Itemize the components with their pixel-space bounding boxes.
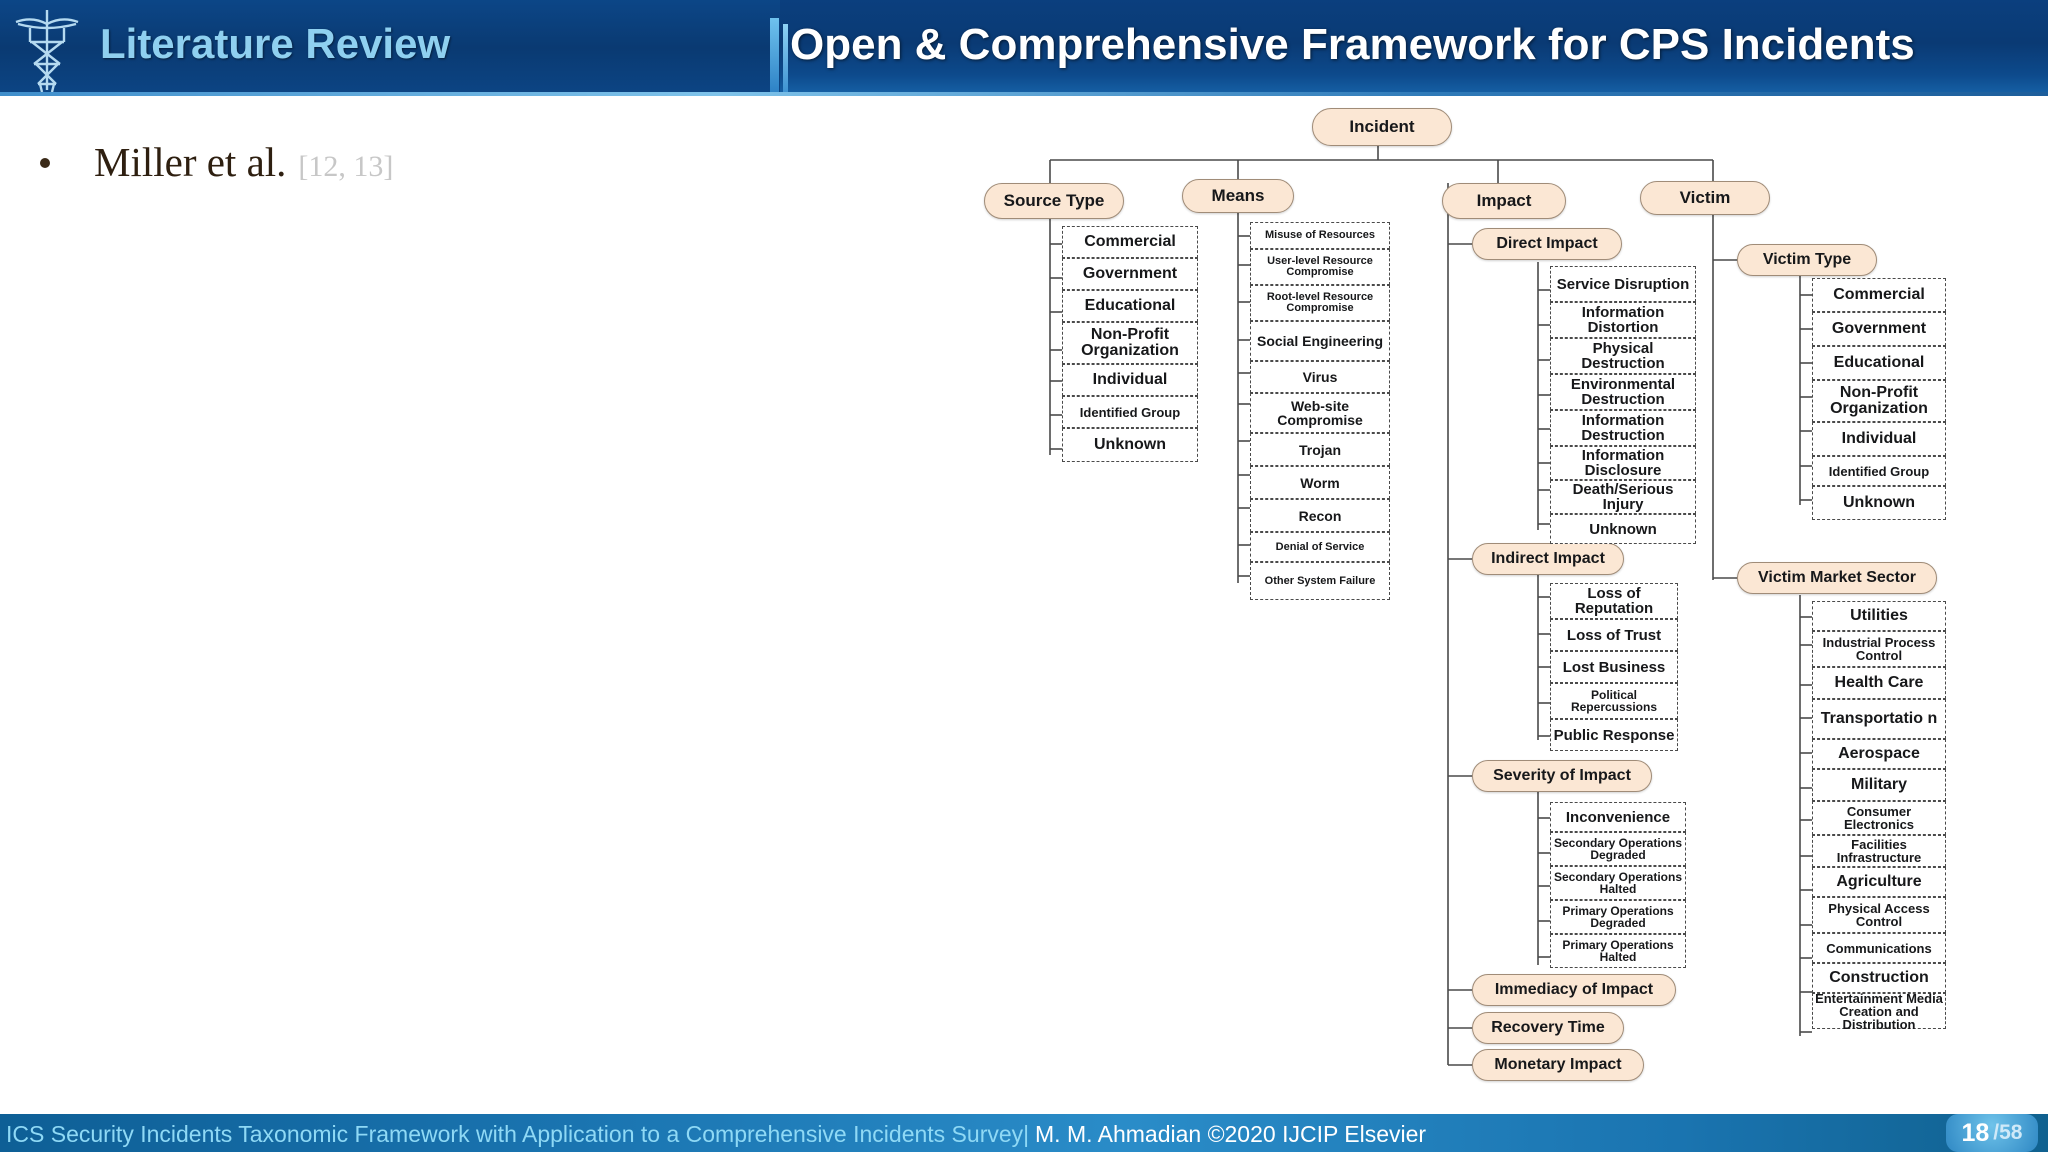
header-divider: [770, 18, 779, 96]
leaf-node[interactable]: Consumer Electronics: [1812, 801, 1946, 835]
leaf-node[interactable]: Misuse of Resources: [1250, 222, 1390, 249]
leaf-node[interactable]: Social Engineering: [1250, 321, 1390, 361]
leaf-node[interactable]: Worm: [1250, 466, 1390, 499]
leaf-node[interactable]: Entertainment Media Creation and Distrib…: [1812, 992, 1946, 1031]
node-immediacy-of-impact[interactable]: Immediacy of Impact: [1472, 974, 1676, 1006]
leaf-node[interactable]: Individual: [1062, 364, 1198, 396]
node-victim-market-sector[interactable]: Victim Market Sector: [1737, 562, 1937, 594]
footer-author: M. M. Ahmadian ©2020 IJCIP Elsevier: [1035, 1121, 1427, 1147]
page-number-badge: 18 /58: [1946, 1114, 2038, 1152]
leaf-node[interactable]: Denial of Service: [1250, 532, 1390, 562]
leaf-node[interactable]: Health Care: [1812, 667, 1946, 699]
leaf-node[interactable]: Loss of Trust: [1550, 619, 1678, 651]
page-current: 18: [1961, 1118, 1990, 1147]
header-divider-secondary: [783, 24, 788, 96]
leaf-node[interactable]: Non-Profit Organization: [1812, 380, 1946, 422]
leaf-node[interactable]: Non-Profit Organization: [1062, 322, 1198, 364]
leaf-node[interactable]: Agriculture: [1812, 867, 1946, 897]
leaf-node[interactable]: Communications: [1812, 933, 1946, 963]
leaf-node[interactable]: Commercial: [1062, 226, 1198, 258]
node-direct-impact[interactable]: Direct Impact: [1472, 228, 1622, 260]
leaf-node[interactable]: Death/Serious Injury: [1550, 480, 1696, 514]
leaf-node[interactable]: Service Disruption: [1550, 266, 1696, 302]
node-victim[interactable]: Victim: [1640, 181, 1770, 215]
leaf-node[interactable]: Virus: [1250, 361, 1390, 393]
leaf-node[interactable]: Unknown: [1550, 514, 1696, 544]
leaf-node[interactable]: Lost Business: [1550, 651, 1678, 683]
transmission-tower-icon: [15, 10, 79, 93]
node-means[interactable]: Means: [1182, 179, 1294, 213]
leaf-node[interactable]: Unknown: [1062, 428, 1198, 462]
leaf-node[interactable]: Web-site Compromise: [1250, 393, 1390, 433]
slide-footer: ICS Security Incidents Taxonomic Framewo…: [0, 1114, 2048, 1152]
leaf-node[interactable]: Educational: [1062, 290, 1198, 322]
node-victim-type[interactable]: Victim Type: [1737, 244, 1877, 276]
leaf-node[interactable]: Identified Group: [1062, 396, 1198, 428]
footer-title: ICS Security Incidents Taxonomic Framewo…: [6, 1121, 1030, 1147]
citation-reference: [12, 13]: [298, 150, 394, 183]
node-monetary-impact[interactable]: Monetary Impact: [1472, 1049, 1644, 1081]
leaf-node[interactable]: Utilities: [1812, 601, 1946, 631]
leaf-node[interactable]: User-level Resource Compromise: [1250, 249, 1390, 285]
leaf-node[interactable]: Secondary Operations Halted: [1550, 866, 1686, 900]
leaf-node[interactable]: Industrial Process Control: [1812, 631, 1946, 667]
leaf-node[interactable]: Inconvenience: [1550, 802, 1686, 832]
leaf-node[interactable]: Government: [1062, 258, 1198, 290]
leaf-node[interactable]: Facilities Infrastructure: [1812, 835, 1946, 867]
leaf-node[interactable]: Primary Operations Halted: [1550, 934, 1686, 968]
leaf-node[interactable]: Individual: [1812, 422, 1946, 456]
leaf-node[interactable]: Unknown: [1812, 486, 1946, 520]
leaf-node[interactable]: Information Destruction: [1550, 410, 1696, 446]
bullet-label: Miller et al.: [94, 139, 287, 185]
leaf-node[interactable]: Construction: [1812, 963, 1946, 993]
header-left-band: [0, 0, 780, 96]
leaf-node[interactable]: Trojan: [1250, 433, 1390, 466]
leaf-node[interactable]: Educational: [1812, 346, 1946, 380]
bullet-list-item: Miller et al. [12, 13]: [40, 138, 393, 186]
leaf-node[interactable]: Other System Failure: [1250, 562, 1390, 600]
leaf-node[interactable]: Commercial: [1812, 278, 1946, 312]
header-underline: [0, 92, 2048, 96]
leaf-node[interactable]: Loss of Reputation: [1550, 583, 1678, 619]
page-title: Open & Comprehensive Framework for CPS I…: [790, 20, 1915, 69]
leaf-node[interactable]: Government: [1812, 312, 1946, 346]
leaf-node[interactable]: Identified Group: [1812, 456, 1946, 486]
leaf-node[interactable]: Aerospace: [1812, 739, 1946, 769]
node-severity-of-impact[interactable]: Severity of Impact: [1472, 760, 1652, 792]
node-incident[interactable]: Incident: [1312, 108, 1452, 146]
leaf-node[interactable]: Transportatio n: [1812, 699, 1946, 739]
leaf-node[interactable]: Information Disclosure: [1550, 446, 1696, 480]
leaf-node[interactable]: Primary Operations Degraded: [1550, 900, 1686, 934]
section-title: Literature Review: [100, 20, 451, 67]
leaf-node[interactable]: Root-level Resource Compromise: [1250, 285, 1390, 321]
node-indirect-impact[interactable]: Indirect Impact: [1472, 543, 1624, 575]
leaf-node[interactable]: Military: [1812, 769, 1946, 801]
leaf-node[interactable]: Political Repercussions: [1550, 683, 1678, 719]
page-total: /58: [1993, 1121, 2023, 1144]
leaf-node[interactable]: Public Response: [1550, 719, 1678, 751]
leaf-node[interactable]: Environmental Destruction: [1550, 374, 1696, 410]
node-recovery-time[interactable]: Recovery Time: [1472, 1012, 1624, 1044]
leaf-node[interactable]: Secondary Operations Degraded: [1550, 832, 1686, 866]
leaf-node[interactable]: Information Distortion: [1550, 302, 1696, 338]
node-impact[interactable]: Impact: [1442, 183, 1566, 219]
leaf-node[interactable]: Recon: [1250, 499, 1390, 532]
bullet-dot-icon: [40, 158, 50, 168]
leaf-node[interactable]: Physical Destruction: [1550, 338, 1696, 374]
leaf-node[interactable]: Physical Access Control: [1812, 897, 1946, 933]
node-source-type[interactable]: Source Type: [984, 183, 1124, 219]
slide-header: Literature Review Open & Comprehensive F…: [0, 0, 2048, 96]
